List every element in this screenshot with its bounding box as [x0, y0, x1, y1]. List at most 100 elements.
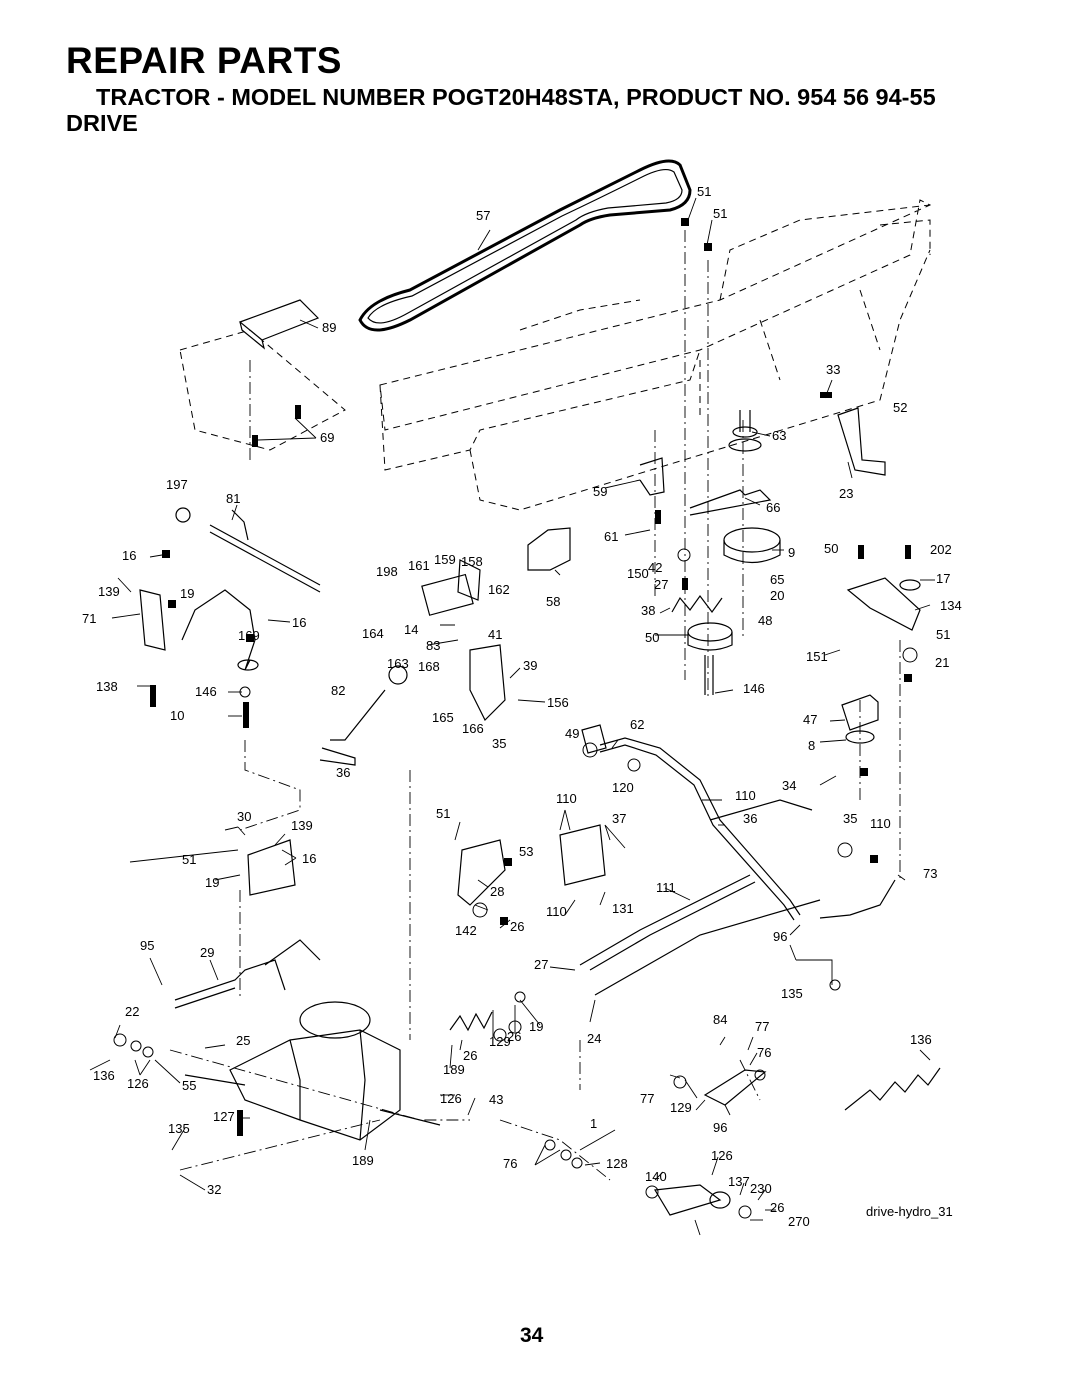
- part-callout-48: 48: [758, 613, 772, 628]
- part-callout-110: 110: [870, 816, 891, 831]
- part-callout-35: 35: [843, 811, 857, 826]
- part-callout-126: 126: [440, 1091, 462, 1106]
- part-callout-27: 27: [534, 957, 548, 972]
- part-callout-71: 71: [82, 611, 96, 626]
- page-number: 34: [520, 1324, 544, 1347]
- part-callout-8: 8: [808, 738, 815, 753]
- part-callout-136: 136: [93, 1068, 115, 1083]
- part-callout-135: 135: [168, 1121, 190, 1136]
- part-callout-82: 82: [331, 683, 345, 698]
- part-callout-127: 127: [213, 1109, 235, 1124]
- part-callout-139: 139: [98, 584, 120, 599]
- part-callout-77: 77: [755, 1019, 769, 1034]
- part-callout-156: 156: [547, 695, 569, 710]
- part-callout-26: 26: [507, 1029, 521, 1044]
- part-callout-96: 96: [773, 929, 787, 944]
- part-callout-162: 162: [488, 582, 510, 597]
- part-callout-22: 22: [125, 1004, 139, 1019]
- page-subtitle: TRACTOR - MODEL NUMBER POGT20H48STA, PRO…: [96, 84, 936, 110]
- part-callout-110: 110: [556, 791, 577, 806]
- part-callout-136: 136: [910, 1032, 932, 1047]
- part-callout-66: 66: [766, 500, 780, 515]
- part-callout-83: 83: [426, 638, 440, 653]
- part-callout-34: 34: [782, 778, 796, 793]
- part-callout-29: 29: [200, 945, 214, 960]
- part-callout-47: 47: [803, 712, 817, 727]
- part-callout-230: 230: [750, 1181, 772, 1196]
- part-callout-161: 161: [408, 558, 430, 573]
- part-callout-129: 129: [670, 1100, 692, 1115]
- part-callout-28: 28: [490, 884, 504, 899]
- part-callout-169: 169: [238, 628, 260, 643]
- part-callout-61: 61: [604, 529, 618, 544]
- part-callout-43: 43: [489, 1092, 503, 1107]
- part-callout-51: 51: [936, 627, 950, 642]
- part-callout-168: 168: [418, 659, 440, 674]
- part-callout-73: 73: [923, 866, 937, 881]
- part-callout-38: 38: [641, 603, 655, 618]
- part-callout-76: 76: [503, 1156, 517, 1171]
- part-callout-58: 58: [546, 594, 560, 609]
- part-callout-26: 26: [463, 1048, 477, 1063]
- part-callout-126: 126: [711, 1148, 733, 1163]
- part-callout-55: 55: [182, 1078, 196, 1093]
- part-callout-52: 52: [893, 400, 907, 415]
- part-callout-110: 110: [546, 904, 567, 919]
- part-callout-14: 14: [404, 622, 418, 637]
- part-callout-126: 126: [127, 1076, 149, 1091]
- part-callout-16: 16: [122, 548, 136, 563]
- part-callout-36: 36: [743, 811, 757, 826]
- part-callout-59: 59: [593, 484, 607, 499]
- part-callout-189: 189: [352, 1153, 374, 1168]
- part-callout-202: 202: [930, 542, 952, 557]
- part-callout-165: 165: [432, 710, 454, 725]
- part-callout-36: 36: [336, 765, 350, 780]
- part-callout-146: 146: [743, 681, 765, 696]
- part-callout-23: 23: [839, 486, 853, 501]
- part-callout-150: 150: [627, 566, 649, 581]
- part-callout-57: 57: [476, 208, 490, 223]
- part-callout-24: 24: [587, 1031, 601, 1046]
- part-callout-10: 10: [170, 708, 184, 723]
- part-callout-151: 151: [806, 649, 828, 664]
- part-callout-20: 20: [770, 588, 784, 603]
- part-callout-198: 198: [376, 564, 398, 579]
- part-callout-17: 17: [936, 571, 950, 586]
- part-callout-41: 41: [488, 627, 502, 642]
- part-callout-189: 189: [443, 1062, 465, 1077]
- part-callout-1: 1: [590, 1116, 597, 1131]
- part-callout-77: 77: [640, 1091, 654, 1106]
- part-callout-158: 158: [461, 554, 483, 569]
- part-callout-33: 33: [826, 362, 840, 377]
- drawing-reference: drive-hydro_31: [866, 1204, 953, 1219]
- part-callout-26: 26: [510, 919, 524, 934]
- page-title: REPAIR PARTS: [66, 40, 342, 81]
- part-callout-62: 62: [630, 717, 644, 732]
- part-callout-19: 19: [180, 586, 194, 601]
- part-callout-63: 63: [772, 428, 786, 443]
- part-callout-89: 89: [322, 320, 336, 335]
- part-callout-81: 81: [226, 491, 240, 506]
- part-callout-53: 53: [519, 844, 533, 859]
- part-callout-26: 26: [770, 1200, 784, 1215]
- part-callout-51: 51: [713, 206, 727, 221]
- part-callout-19: 19: [529, 1019, 543, 1034]
- part-callout-76: 76: [757, 1045, 771, 1060]
- part-callout-140: 140: [645, 1169, 667, 1184]
- part-callout-30: 30: [237, 809, 251, 824]
- part-callout-95: 95: [140, 938, 154, 953]
- part-callout-270: 270: [788, 1214, 810, 1229]
- part-callout-96: 96: [713, 1120, 727, 1135]
- part-callout-146: 146: [195, 684, 217, 699]
- part-callout-69: 69: [320, 430, 334, 445]
- part-callout-9: 9: [788, 545, 795, 560]
- part-callout-84: 84: [713, 1012, 727, 1027]
- part-callout-131: 131: [612, 901, 634, 916]
- part-callout-166: 166: [462, 721, 484, 736]
- part-callout-35: 35: [492, 736, 506, 751]
- part-callout-27: 27: [654, 577, 668, 592]
- part-callout-16: 16: [302, 851, 316, 866]
- part-callout-39: 39: [523, 658, 537, 673]
